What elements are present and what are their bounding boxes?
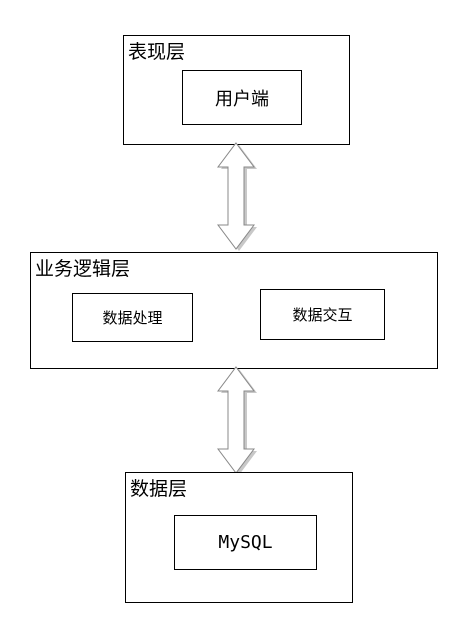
bidirectional-arrow-top-body — [217, 142, 255, 250]
client-node: 用户端 — [182, 70, 302, 125]
data-interaction-node: 数据交互 — [260, 289, 385, 340]
bidirectional-arrow-bottom — [217, 366, 257, 475]
presentation-layer-title: 表现层 — [128, 41, 186, 63]
mysql-node-label: MySQL — [218, 532, 273, 553]
business-logic-layer: 业务逻辑层 数据处理 数据交互 — [30, 252, 438, 369]
business-logic-layer-title: 业务逻辑层 — [35, 258, 131, 280]
bidirectional-arrow-top — [217, 142, 257, 251]
data-layer: 数据层 MySQL — [125, 472, 353, 603]
client-node-label: 用户端 — [215, 88, 269, 110]
data-processing-node-label: 数据处理 — [102, 309, 163, 327]
data-layer-title: 数据层 — [130, 478, 188, 500]
mysql-node: MySQL — [174, 515, 317, 570]
presentation-layer: 表现层 用户端 — [123, 35, 350, 145]
data-interaction-node-label: 数据交互 — [292, 306, 353, 324]
data-processing-node: 数据处理 — [72, 293, 193, 342]
